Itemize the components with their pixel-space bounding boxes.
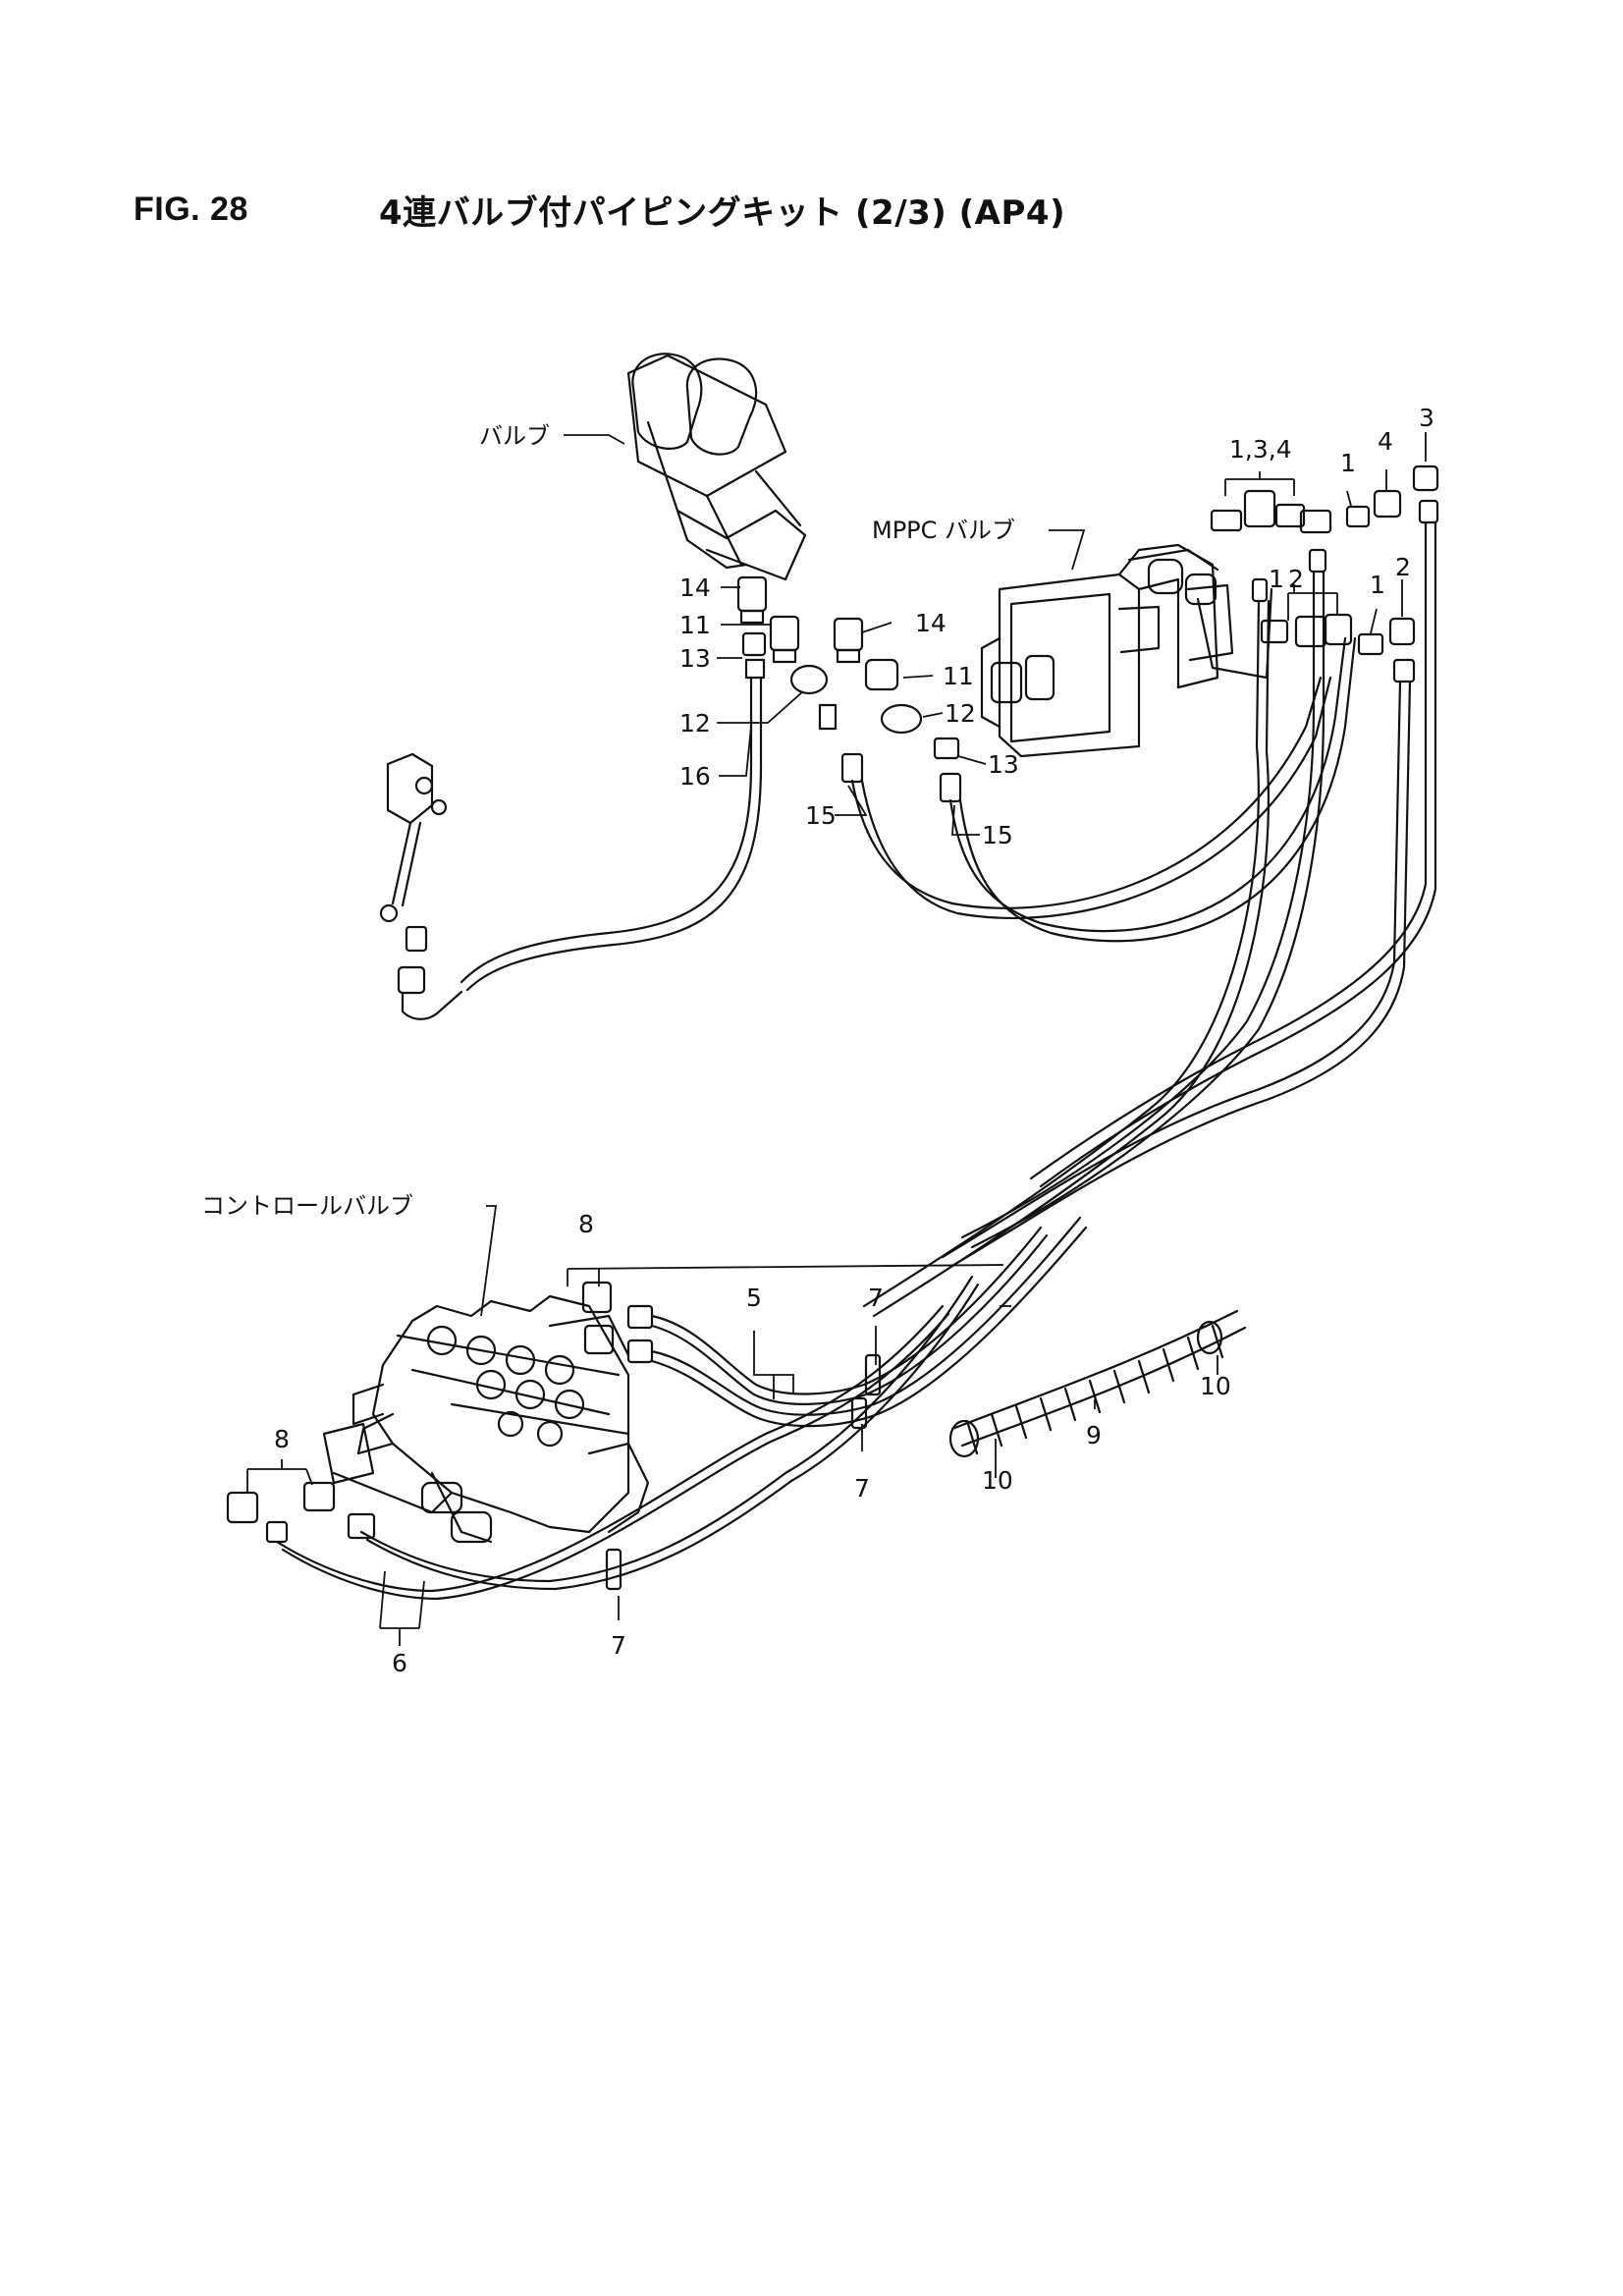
callout-2-b: 2 — [1395, 553, 1411, 581]
figure-header: FIG. 28 4連バルブ付パイピングキット (2/3) (AP4) — [134, 185, 1065, 234]
callout-11-b: 11 — [943, 662, 974, 690]
callout-11-a: 11 — [679, 611, 711, 639]
callout-5: 5 — [746, 1284, 762, 1312]
left-lever-detail — [379, 752, 463, 1020]
mppc-hoses — [862, 520, 1437, 1318]
callout-2-a: 2 — [1288, 565, 1304, 593]
hose-clamps — [605, 1353, 882, 1591]
callout-6: 6 — [392, 1649, 407, 1677]
label-mppc-valve: MPPC バルブ — [872, 517, 1015, 544]
label-valve: バルブ — [479, 422, 550, 450]
joystick-hoses — [460, 636, 1357, 992]
callout-1-a: 1 — [1340, 449, 1356, 477]
figure-number: FIG. 28 — [134, 190, 248, 228]
callout-10-b: 10 — [1200, 1372, 1231, 1400]
callout-7-c: 7 — [611, 1631, 626, 1660]
callout-7-b: 7 — [854, 1474, 870, 1503]
callout-1-c: 1 — [1370, 571, 1385, 599]
callout-16: 16 — [679, 762, 711, 791]
callout-13-b: 13 — [988, 750, 1019, 779]
callout-14-a: 14 — [679, 574, 711, 602]
callout-4: 4 — [1378, 427, 1393, 456]
callout-3: 3 — [1419, 404, 1434, 432]
callout-12-a: 12 — [679, 709, 711, 738]
callout-7-a: 7 — [868, 1284, 884, 1312]
callout-10-a: 10 — [982, 1466, 1013, 1495]
figure-title: 4連バルブ付パイピングキット (2/3) (AP4) — [379, 192, 1066, 233]
mppc-valve-drawing — [980, 543, 1273, 758]
control-valve-fittings — [226, 1281, 654, 1544]
callout-12-b: 12 — [945, 699, 976, 728]
callout-1-3-4: 1,3,4 — [1229, 435, 1292, 464]
callout-13-a: 13 — [679, 644, 711, 673]
callout-1-b: 1 — [1269, 565, 1284, 593]
control-valve-hoses — [275, 1216, 1088, 1601]
callout-15-b: 15 — [982, 821, 1013, 849]
callout-14-b: 14 — [915, 609, 947, 637]
label-control-valve: コントロールバルブ — [201, 1192, 413, 1220]
callout-9: 9 — [1086, 1421, 1102, 1449]
callout-8-a: 8 — [578, 1210, 594, 1238]
hose-protector — [948, 1309, 1247, 1458]
control-valve-drawing — [322, 1294, 650, 1544]
callout-8-b: 8 — [274, 1425, 290, 1453]
leader-lines — [246, 432, 1427, 1646]
mppc-fittings — [1210, 465, 1439, 683]
callout-15-a: 15 — [805, 801, 837, 830]
joystick-valve-drawing — [626, 353, 807, 581]
